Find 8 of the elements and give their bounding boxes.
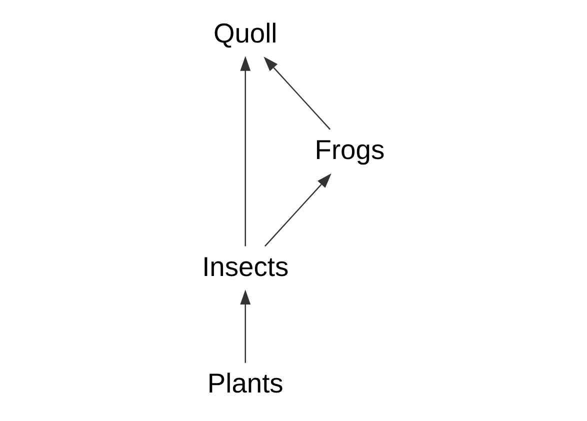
node-text: Quoll [213, 17, 278, 48]
node-text: Plants [207, 368, 284, 399]
arrow [240, 56, 251, 246]
node-text: Insects [202, 250, 289, 282]
node-text: Frogs [314, 134, 385, 166]
arrow [264, 173, 332, 247]
arrow [240, 290, 251, 363]
arrow [264, 56, 331, 130]
